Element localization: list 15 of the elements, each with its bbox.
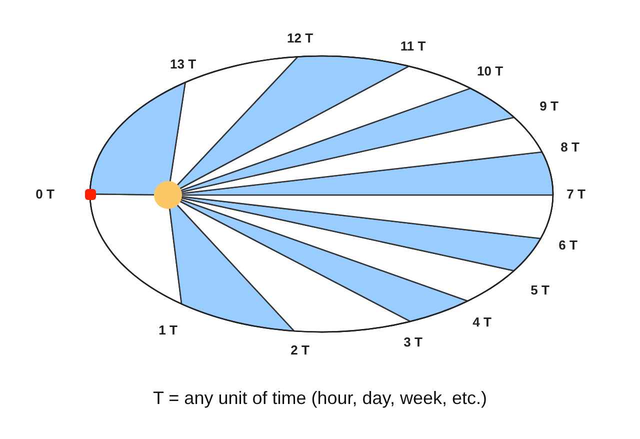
time-label: 12 T (287, 32, 313, 44)
time-label: 7 T (566, 188, 586, 200)
time-label: 2 T (290, 344, 310, 356)
time-label: 9 T (540, 100, 558, 112)
time-label: 5 T (530, 284, 550, 296)
time-label: 0 T (36, 188, 54, 200)
time-label: 1 T (158, 324, 178, 336)
time-label: 4 T (472, 316, 492, 328)
time-label: 11 T (400, 40, 426, 52)
caption: T = any unit of time (hour, day, week, etc.) (152, 387, 488, 410)
time-label: 3 T (404, 336, 422, 348)
time-label: 13 T (170, 58, 196, 70)
time-label: 10 T (477, 64, 503, 78)
time-label: 8 T (560, 140, 580, 154)
time-label: 6 T (558, 238, 578, 252)
